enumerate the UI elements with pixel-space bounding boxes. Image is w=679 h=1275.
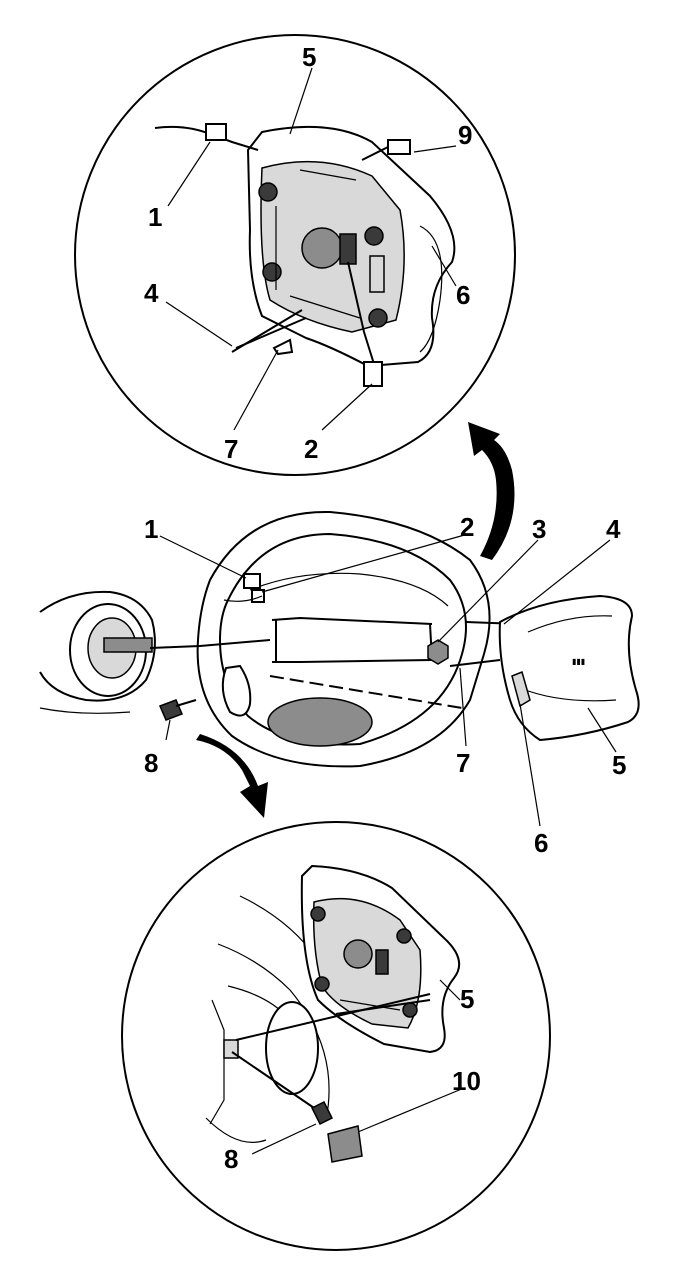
steering-wheel: [196, 510, 491, 768]
top-callout-5: 5: [302, 42, 316, 72]
bottom-callout-5: 5: [460, 984, 474, 1014]
main-callout-1: 1: [144, 514, 158, 544]
bolt-8: [159, 699, 197, 721]
main-callout-6: 6: [534, 828, 548, 858]
arrow-to-bottom-detail: [196, 734, 268, 818]
main-callout-4: 4: [606, 514, 621, 544]
top-callout-1: 1: [148, 202, 162, 232]
top-detail-circle: [74, 34, 516, 476]
bottom-bolt-8: [310, 1100, 334, 1126]
svg-text:▮▮▮: ▮▮▮: [572, 657, 585, 666]
main-airbag-module: ▮▮▮: [498, 594, 640, 742]
main-callout-2: 2: [460, 512, 474, 542]
main-view: ▮▮▮ 1 2 3 4 8 7 5 6: [39, 510, 640, 858]
top-callout-4: 4: [144, 278, 159, 308]
top-callout-9: 9: [458, 120, 472, 150]
bottom-detail-view: 5 10 8: [121, 821, 551, 1251]
main-callout-8: 8: [144, 748, 158, 778]
main-callout-3: 3: [532, 514, 546, 544]
main-callout-7: 7: [456, 748, 470, 778]
top-connector-1: [205, 123, 227, 141]
bottom-clip-10: [327, 1125, 363, 1163]
top-airbag-module: [246, 125, 456, 368]
bottom-detail-circle: [121, 821, 551, 1251]
top-callout-7: 7: [224, 434, 238, 464]
main-connector-1: [243, 573, 261, 589]
nut-3: [427, 639, 449, 665]
arrow-to-top-detail: [468, 422, 515, 560]
top-connector-2: [363, 361, 383, 387]
bottom-airbag-module: [300, 864, 461, 1054]
top-callout-2: 2: [304, 434, 318, 464]
bottom-callout-10: 10: [452, 1066, 481, 1096]
main-callout-5: 5: [612, 750, 626, 780]
top-connector-9: [387, 139, 411, 155]
top-callout-6: 6: [456, 280, 470, 310]
bottom-callout-8: 8: [224, 1144, 238, 1174]
top-detail-view: 5 9 1 6 4 7 2: [74, 34, 516, 476]
